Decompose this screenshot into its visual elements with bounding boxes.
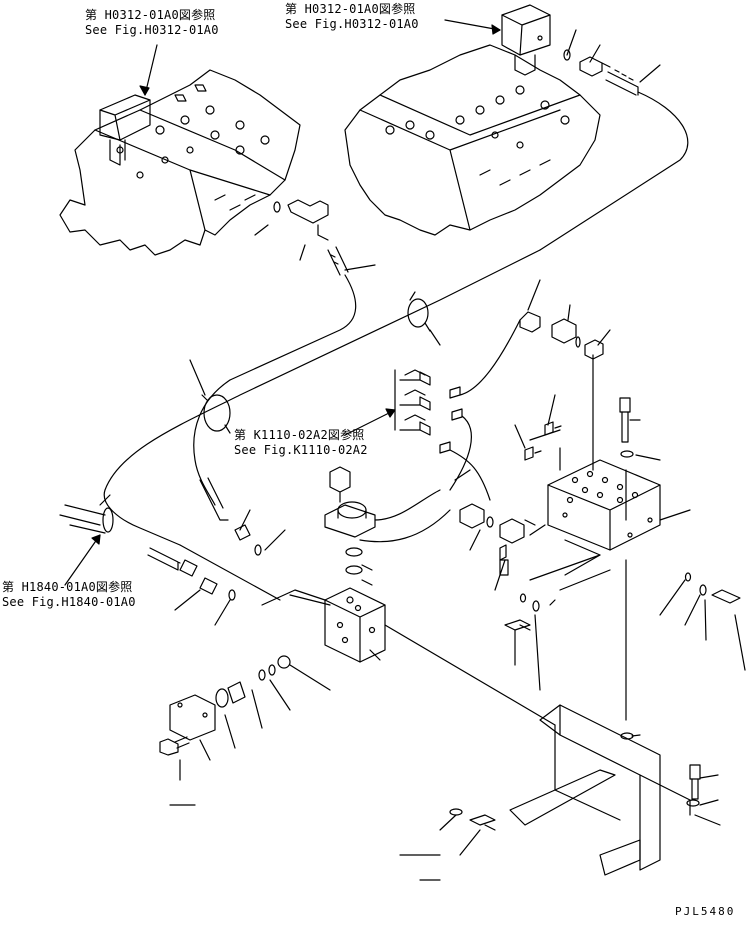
reference-label-h0312-left: 第 H0312-01A0図参照 See Fig.H0312-01A0 — [85, 8, 219, 38]
right-manifold-block — [548, 460, 660, 720]
reference-ja-text: 第 H0312-01A0図参照 — [85, 8, 216, 22]
reference-arrows — [65, 20, 500, 585]
right-valve-fittings — [540, 50, 688, 250]
clamps — [60, 292, 430, 533]
mounting-bracket — [450, 705, 700, 875]
left-control-valve — [60, 70, 300, 255]
left-valve-fittings — [230, 200, 356, 380]
connector-bundle — [395, 320, 520, 500]
drawing-id: PJL5480 — [675, 905, 736, 918]
reference-label-h0312-right: 第 H0312-01A0図参照 See Fig.H0312-01A0 — [285, 2, 419, 32]
reference-en-text: See Fig.H0312-01A0 — [85, 23, 219, 37]
reference-en-text: See Fig.H1840-01A0 — [2, 595, 136, 609]
right-bolts — [525, 398, 633, 460]
reference-ja-text: 第 H0312-01A0図参照 — [285, 2, 416, 16]
right-side-bolts — [500, 540, 740, 630]
reference-label-h1840: 第 H1840-01A0図参照 See Fig.H1840-01A0 — [2, 580, 136, 610]
reference-ja-text: 第 K1110-02A2図参照 — [234, 428, 365, 442]
leader-lines — [170, 30, 745, 880]
lower-pressure-switch — [325, 467, 450, 574]
bottom-left-fittings — [160, 656, 290, 755]
reference-en-text: See Fig.H0312-01A0 — [285, 17, 419, 31]
reference-en-text: See Fig.K1110-02A2 — [234, 443, 368, 457]
pressure-switch-fittings — [520, 312, 603, 470]
center-manifold-block — [262, 588, 555, 725]
mid-fittings — [460, 504, 535, 560]
left-tube-fittings — [148, 478, 261, 600]
reference-ja-text: 第 H1840-01A0図参照 — [2, 580, 133, 594]
reference-label-k1110: 第 K1110-02A2図参照 See Fig.K1110-02A2 — [234, 428, 368, 458]
right-control-valve — [345, 5, 600, 235]
